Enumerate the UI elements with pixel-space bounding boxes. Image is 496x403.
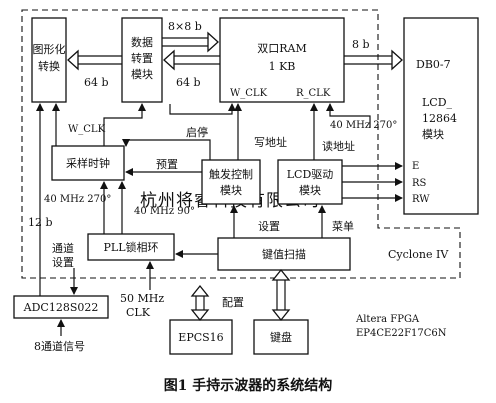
epcs16-block: EPCS16 xyxy=(169,319,233,355)
channel-set-label-2: 设置 xyxy=(52,256,74,269)
svg-text:转置: 转置 xyxy=(131,51,153,65)
data-transpose-block: 数据 转置 模块 xyxy=(121,17,163,103)
svg-text:双口RAM: 双口RAM xyxy=(257,42,307,55)
bus-64b-left-label: 64 b xyxy=(84,76,109,89)
trigger-control-block: 触发控制 模块 xyxy=(201,159,261,205)
svg-text:EPCS16: EPCS16 xyxy=(178,331,223,344)
menu-label: 菜单 xyxy=(332,220,354,233)
wire-wclk-transpose xyxy=(103,103,146,146)
dual-port-ram-block: 双口RAM 1 KB W_CLK R_CLK xyxy=(219,17,345,103)
svg-text:转换: 转换 xyxy=(38,59,60,73)
key-scan-block: 键值扫描 xyxy=(217,237,351,271)
wire-start-stop xyxy=(122,139,211,160)
fpga-boundary xyxy=(21,9,461,279)
bus-config-epcs xyxy=(190,284,210,322)
svg-text:模块: 模块 xyxy=(220,184,242,197)
pll-block: PLL锁相环 xyxy=(87,233,175,261)
svg-text:键值扫描: 键值扫描 xyxy=(262,247,306,261)
svg-text:R_CLK: R_CLK xyxy=(296,88,331,99)
svg-text:ADC128S022: ADC128S022 xyxy=(23,301,99,314)
svg-text:PLL锁相环: PLL锁相环 xyxy=(103,240,158,254)
w-clk-left-label: W_CLK xyxy=(68,124,106,135)
wire-ram-wclk xyxy=(169,103,236,115)
signal-rs-label: RS xyxy=(412,178,427,189)
settings-label: 设置 xyxy=(258,220,280,233)
signal-e-label: E xyxy=(412,161,419,172)
fpga-label-1: Altera FPGA xyxy=(355,314,420,325)
fpga-label-2: EP4CE22F17C6N xyxy=(356,328,447,339)
bus-transpose-to-graphic xyxy=(67,49,122,71)
clk-50-label-1: 50 MHz xyxy=(120,292,164,305)
svg-text:模块: 模块 xyxy=(131,68,153,81)
preset-label: 预置 xyxy=(156,158,178,171)
bus-64b-right-label: 64 b xyxy=(176,76,201,89)
input-signal-label: 8通道信号 xyxy=(34,339,85,353)
svg-text:模块: 模块 xyxy=(422,128,444,141)
clk-50-label-2: CLK xyxy=(126,306,151,319)
svg-text:键盘: 键盘 xyxy=(270,330,292,344)
graphic-convert-block: 图形化 转换 xyxy=(31,17,67,103)
lcd-12864-module: DB0-7 LCD_ 12864 模块 xyxy=(403,17,479,215)
keyboard-block: 键盘 xyxy=(253,319,309,355)
figure-caption: 图1 手持示波器的系统结构 xyxy=(164,377,333,394)
bus-8x8b-label: 8×8 b xyxy=(168,20,202,33)
adc-block: ADC128S022 xyxy=(13,295,109,319)
signal-rw-label: RW xyxy=(412,194,430,205)
bus-8b-label: 8 b xyxy=(352,38,370,51)
bus-ram-to-transpose xyxy=(163,49,220,71)
svg-text:模块: 模块 xyxy=(299,184,321,197)
bus-transpose-to-ram xyxy=(162,31,219,53)
write-address-label: 写地址 xyxy=(254,135,287,149)
bits-12-label: 12 b xyxy=(28,216,53,229)
svg-text:DB0-7: DB0-7 xyxy=(416,58,451,71)
config-label: 配置 xyxy=(222,296,244,309)
wire-rclk-40mhz xyxy=(326,103,371,128)
svg-text:LCD_: LCD_ xyxy=(422,96,453,109)
start-stop-label: 启停 xyxy=(186,125,208,139)
svg-text:12864: 12864 xyxy=(422,112,457,125)
mhz-270-right-label: 40 MHz 270° xyxy=(330,120,397,131)
svg-text:触发控制: 触发控制 xyxy=(209,167,253,181)
cyclone-label: Cyclone IV xyxy=(388,248,449,261)
svg-text:图形化: 图形化 xyxy=(33,42,66,56)
read-address-label: 读地址 xyxy=(322,139,355,153)
svg-text:采样时钟: 采样时钟 xyxy=(66,156,110,170)
mhz-90-label: 40 MHz 90° xyxy=(134,206,195,217)
svg-text:LCD驱动: LCD驱动 xyxy=(287,168,334,181)
svg-text:1 KB: 1 KB xyxy=(269,60,296,73)
svg-text:数据: 数据 xyxy=(131,35,153,49)
channel-set-label-1: 通道 xyxy=(52,241,74,255)
sampling-clock-block: 采样时钟 xyxy=(51,145,125,181)
mhz-270-left-label: 40 MHz 270° xyxy=(44,194,111,205)
lcd-driver-block: LCD驱动 模块 xyxy=(277,159,343,205)
svg-text:W_CLK: W_CLK xyxy=(230,88,268,99)
bus-ram-to-lcd xyxy=(344,49,403,71)
bus-keyboard-keyscan xyxy=(271,268,291,322)
